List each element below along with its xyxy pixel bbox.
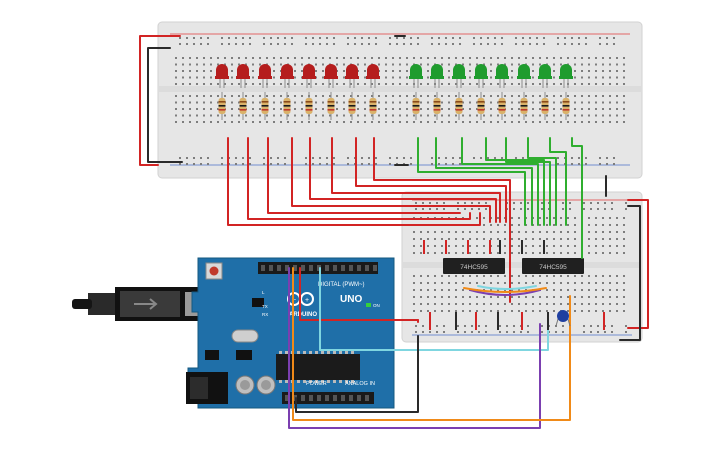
resistor-icon: [327, 92, 335, 120]
resistor-icon: [562, 92, 570, 120]
wire-led-red-5[interactable]: [309, 137, 497, 223]
resistor-icon: [239, 92, 247, 120]
on-label: ON: [373, 303, 380, 308]
wire-led-red-1[interactable]: [227, 137, 481, 226]
led-icon: [302, 64, 316, 88]
led-icon: [452, 64, 466, 88]
resistor-icon: [477, 92, 485, 120]
led-icon: [409, 64, 423, 88]
arduino-uno-board[interactable]: − + DIGITAL (PWM~) UNO ARDUINO TX RX L O…: [72, 257, 395, 409]
wires[interactable]: [139, 35, 649, 429]
analog-label: ANALOG IN: [345, 381, 375, 387]
led-icon: [366, 64, 380, 88]
led-icon: [538, 64, 552, 88]
wire-arduino-gnd[interactable]: [295, 335, 419, 413]
resistor-icon: [261, 92, 269, 120]
resistor-icon: [520, 92, 528, 120]
l-label: L: [262, 290, 265, 295]
wire-led-green-6[interactable]: [527, 137, 557, 226]
wire-arduino-clock[interactable]: [292, 267, 571, 421]
on-led: [366, 303, 371, 307]
wire-right-rail-black[interactable]: [619, 205, 641, 341]
led-icon: [215, 64, 229, 88]
resistor-icon: [305, 92, 313, 120]
wire-led-green-7[interactable]: [549, 137, 567, 226]
svg-text:+: +: [305, 297, 309, 304]
tx-label: TX: [262, 304, 268, 309]
led-row: [215, 64, 573, 88]
led-icon: [258, 64, 272, 88]
wire-led-green-5[interactable]: [505, 137, 551, 226]
crystal-icon: [231, 329, 259, 343]
resistor-row: [218, 92, 570, 120]
wire-right-rail-red[interactable]: [627, 199, 649, 329]
wire-chip-link-orange[interactable]: [463, 287, 547, 293]
led-icon: [280, 64, 294, 88]
wire-led-green-8[interactable]: [571, 137, 583, 259]
wire-rail-bridge[interactable]: [394, 35, 409, 166]
resistor-icon: [412, 92, 420, 120]
wire-led-red-2[interactable]: [247, 137, 471, 220]
led-icon: [495, 64, 509, 88]
led-icon: [559, 64, 573, 88]
led-icon: [430, 64, 444, 88]
decoupling-capacitor[interactable]: [555, 310, 571, 327]
resistor-icon: [218, 92, 226, 120]
wire-arduino-data[interactable]: [319, 267, 549, 351]
led-icon: [236, 64, 250, 88]
resistor-icon: [433, 92, 441, 120]
wire-chip-link-cyan[interactable]: [477, 285, 537, 290]
wire-arduino-latch[interactable]: [288, 267, 541, 429]
shift-register-1[interactable]: 74HC595: [443, 258, 505, 274]
resistor-icon: [541, 92, 549, 120]
wire-led-red-4[interactable]: [291, 137, 491, 223]
wire-led-green-1[interactable]: [417, 137, 526, 226]
wire-led-red-7[interactable]: [355, 137, 507, 223]
resistor-icon: [283, 92, 291, 120]
power-jumpers: [423, 240, 605, 330]
power-label: POWER: [306, 381, 327, 387]
wire-led-red-8[interactable]: [373, 137, 511, 303]
brand-label: ARDUINO: [289, 312, 317, 318]
usb-connector-icon: [115, 287, 205, 321]
digital-header-label: DIGITAL (PWM~): [318, 282, 365, 288]
led-icon: [324, 64, 338, 88]
shift-register-2[interactable]: 74HC595: [522, 258, 584, 274]
wire-led-red-6[interactable]: [331, 137, 501, 223]
barrel-jack-icon: [186, 372, 228, 404]
wire-led-green-4[interactable]: [485, 137, 545, 226]
model-label: UNO: [340, 294, 362, 305]
chip-label: 74HC595: [539, 264, 567, 271]
resistor-icon: [498, 92, 506, 120]
wire-chip-link-purple[interactable]: [469, 289, 541, 296]
wire-rail-black[interactable]: [147, 47, 183, 163]
wire-led-red-3[interactable]: [267, 137, 461, 214]
wire-arduino-5v[interactable]: [299, 267, 419, 321]
led-icon: [517, 64, 531, 88]
led-icon: [474, 64, 488, 88]
wire-rail-red[interactable]: [139, 35, 181, 166]
resistor-icon: [455, 92, 463, 120]
chip-label: 74HC595: [460, 264, 488, 271]
wire-led-green-2[interactable]: [435, 137, 533, 226]
wire-led-green-3[interactable]: [461, 137, 539, 226]
led-icon: [345, 64, 359, 88]
rx-label: RX: [262, 312, 268, 317]
resistor-icon: [348, 92, 356, 120]
resistor-icon: [369, 92, 377, 120]
reset-button-icon[interactable]: [205, 262, 223, 280]
